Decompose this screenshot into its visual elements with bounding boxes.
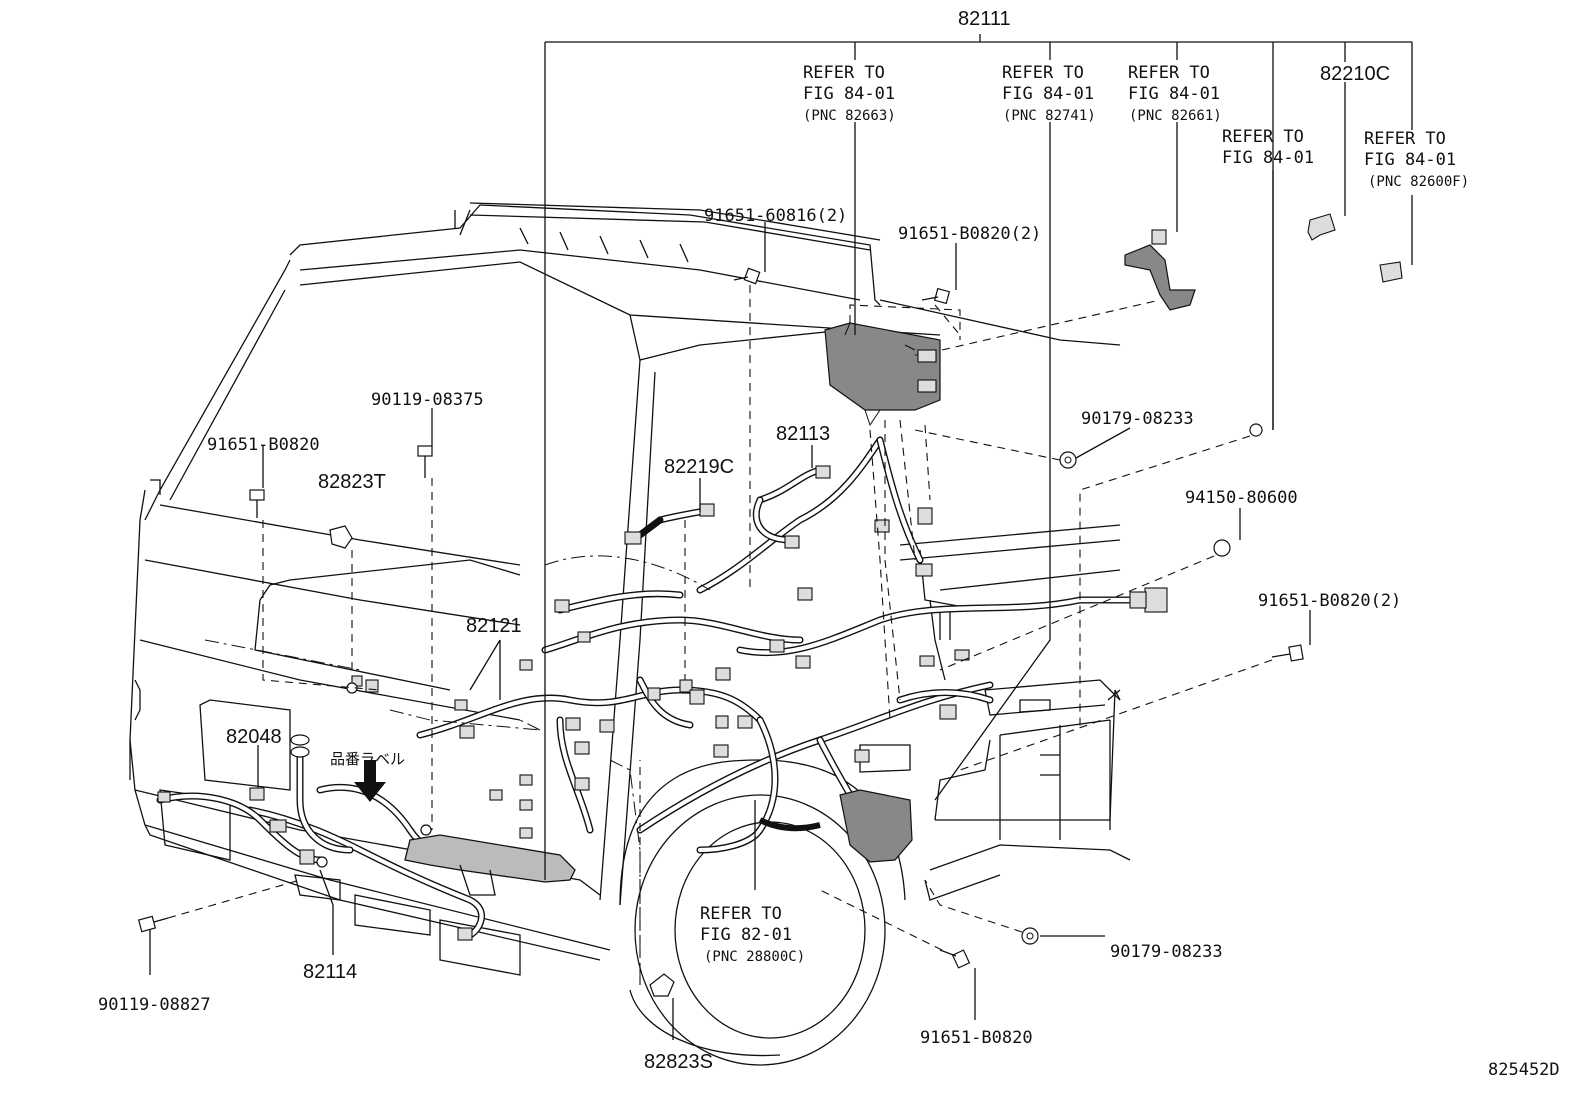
clip-icon	[329, 525, 353, 549]
label-refer-2-fig: FIG 84-01	[1002, 84, 1094, 104]
label-91651-b0820-2-right: 91651-B0820(2)	[1258, 591, 1401, 611]
label-82048: 82048	[226, 726, 282, 748]
connector-82600f	[1379, 261, 1403, 283]
label-82121: 82121	[466, 615, 522, 637]
label-82111: 82111	[958, 8, 1011, 30]
label-82823t: 82823T	[318, 471, 386, 493]
label-refer-5: REFER TO	[1364, 129, 1446, 149]
label-90119-08827: 90119-08827	[98, 995, 211, 1015]
label-90179-08233-top: 90179-08233	[1081, 409, 1194, 429]
label-91651-b0820-left: 91651-B0820	[207, 435, 320, 455]
label-94150-80600: 94150-80600	[1185, 488, 1298, 508]
label-refer-6-fig: FIG 82-01	[700, 925, 792, 945]
label-refer-5-fig: FIG 84-01	[1364, 150, 1456, 170]
label-refer-1-fig: FIG 84-01	[803, 84, 895, 104]
label-90179-08233-bottom: 90179-08233	[1110, 942, 1223, 962]
label-refer-4-fig: FIG 84-01	[1222, 148, 1314, 168]
label-refer-2: REFER TO	[1002, 63, 1084, 83]
label-refer-2-pnc: (PNC 82741)	[1003, 108, 1096, 124]
label-90119-08375: 90119-08375	[371, 390, 484, 410]
bolt-icon	[921, 287, 951, 305]
bolt-icon	[249, 489, 265, 518]
label-refer-4: REFER TO	[1222, 127, 1304, 147]
connector-82210c	[1307, 213, 1336, 241]
label-82219c: 82219C	[664, 456, 734, 478]
label-82210c: 82210C	[1320, 63, 1390, 85]
callout-labels: 82111 REFER TO FIG 84-01 (PNC 82663) REF…	[98, 8, 1560, 1080]
nut-icon	[1249, 423, 1263, 437]
label-82113: 82113	[776, 423, 830, 445]
label-refer-1-pnc: (PNC 82663)	[803, 108, 896, 124]
truck-cab-outline	[129, 202, 1131, 1066]
label-refer-3-fig: FIG 84-01	[1128, 84, 1220, 104]
label-refer-6-pnc: (PNC 28800C)	[704, 949, 805, 965]
label-82823s: 82823S	[644, 1051, 713, 1073]
screw-icon	[137, 915, 169, 933]
front-harness-duct	[404, 834, 576, 896]
label-91651-b0820-2-top: 91651-B0820(2)	[898, 224, 1041, 244]
nut-icon	[1021, 927, 1039, 945]
label-refer-6: REFER TO	[700, 904, 782, 924]
ecu-bracket	[1124, 229, 1196, 311]
label-91651-60816: 91651-60816(2)	[704, 206, 847, 226]
bolt-icon	[939, 949, 971, 969]
nut-icon	[1213, 539, 1231, 557]
label-82114: 82114	[303, 961, 357, 983]
label-japanese-part-number: 品番ラベル	[330, 750, 405, 768]
abs-actuator	[758, 789, 913, 863]
leader-lines	[149, 34, 1413, 1040]
screw-icon	[417, 445, 433, 478]
grommet-icon	[290, 734, 310, 758]
label-91651-b0820-bottom: 91651-B0820	[920, 1028, 1033, 1048]
nut-icon	[1059, 451, 1077, 469]
part-label-arrow	[354, 760, 386, 802]
clip-icon	[649, 973, 675, 997]
label-refer-3-pnc: (PNC 82661)	[1129, 108, 1222, 124]
figure-code: 825452D	[1488, 1060, 1560, 1080]
fasteners	[137, 267, 1304, 997]
bolt-icon	[733, 267, 761, 285]
connectors	[157, 465, 1168, 941]
label-refer-1: REFER TO	[803, 63, 885, 83]
ecu-module	[824, 322, 941, 427]
label-refer-3: REFER TO	[1128, 63, 1210, 83]
bolt-icon	[1271, 644, 1304, 662]
label-refer-5-pnc: (PNC 82600F)	[1368, 174, 1469, 190]
